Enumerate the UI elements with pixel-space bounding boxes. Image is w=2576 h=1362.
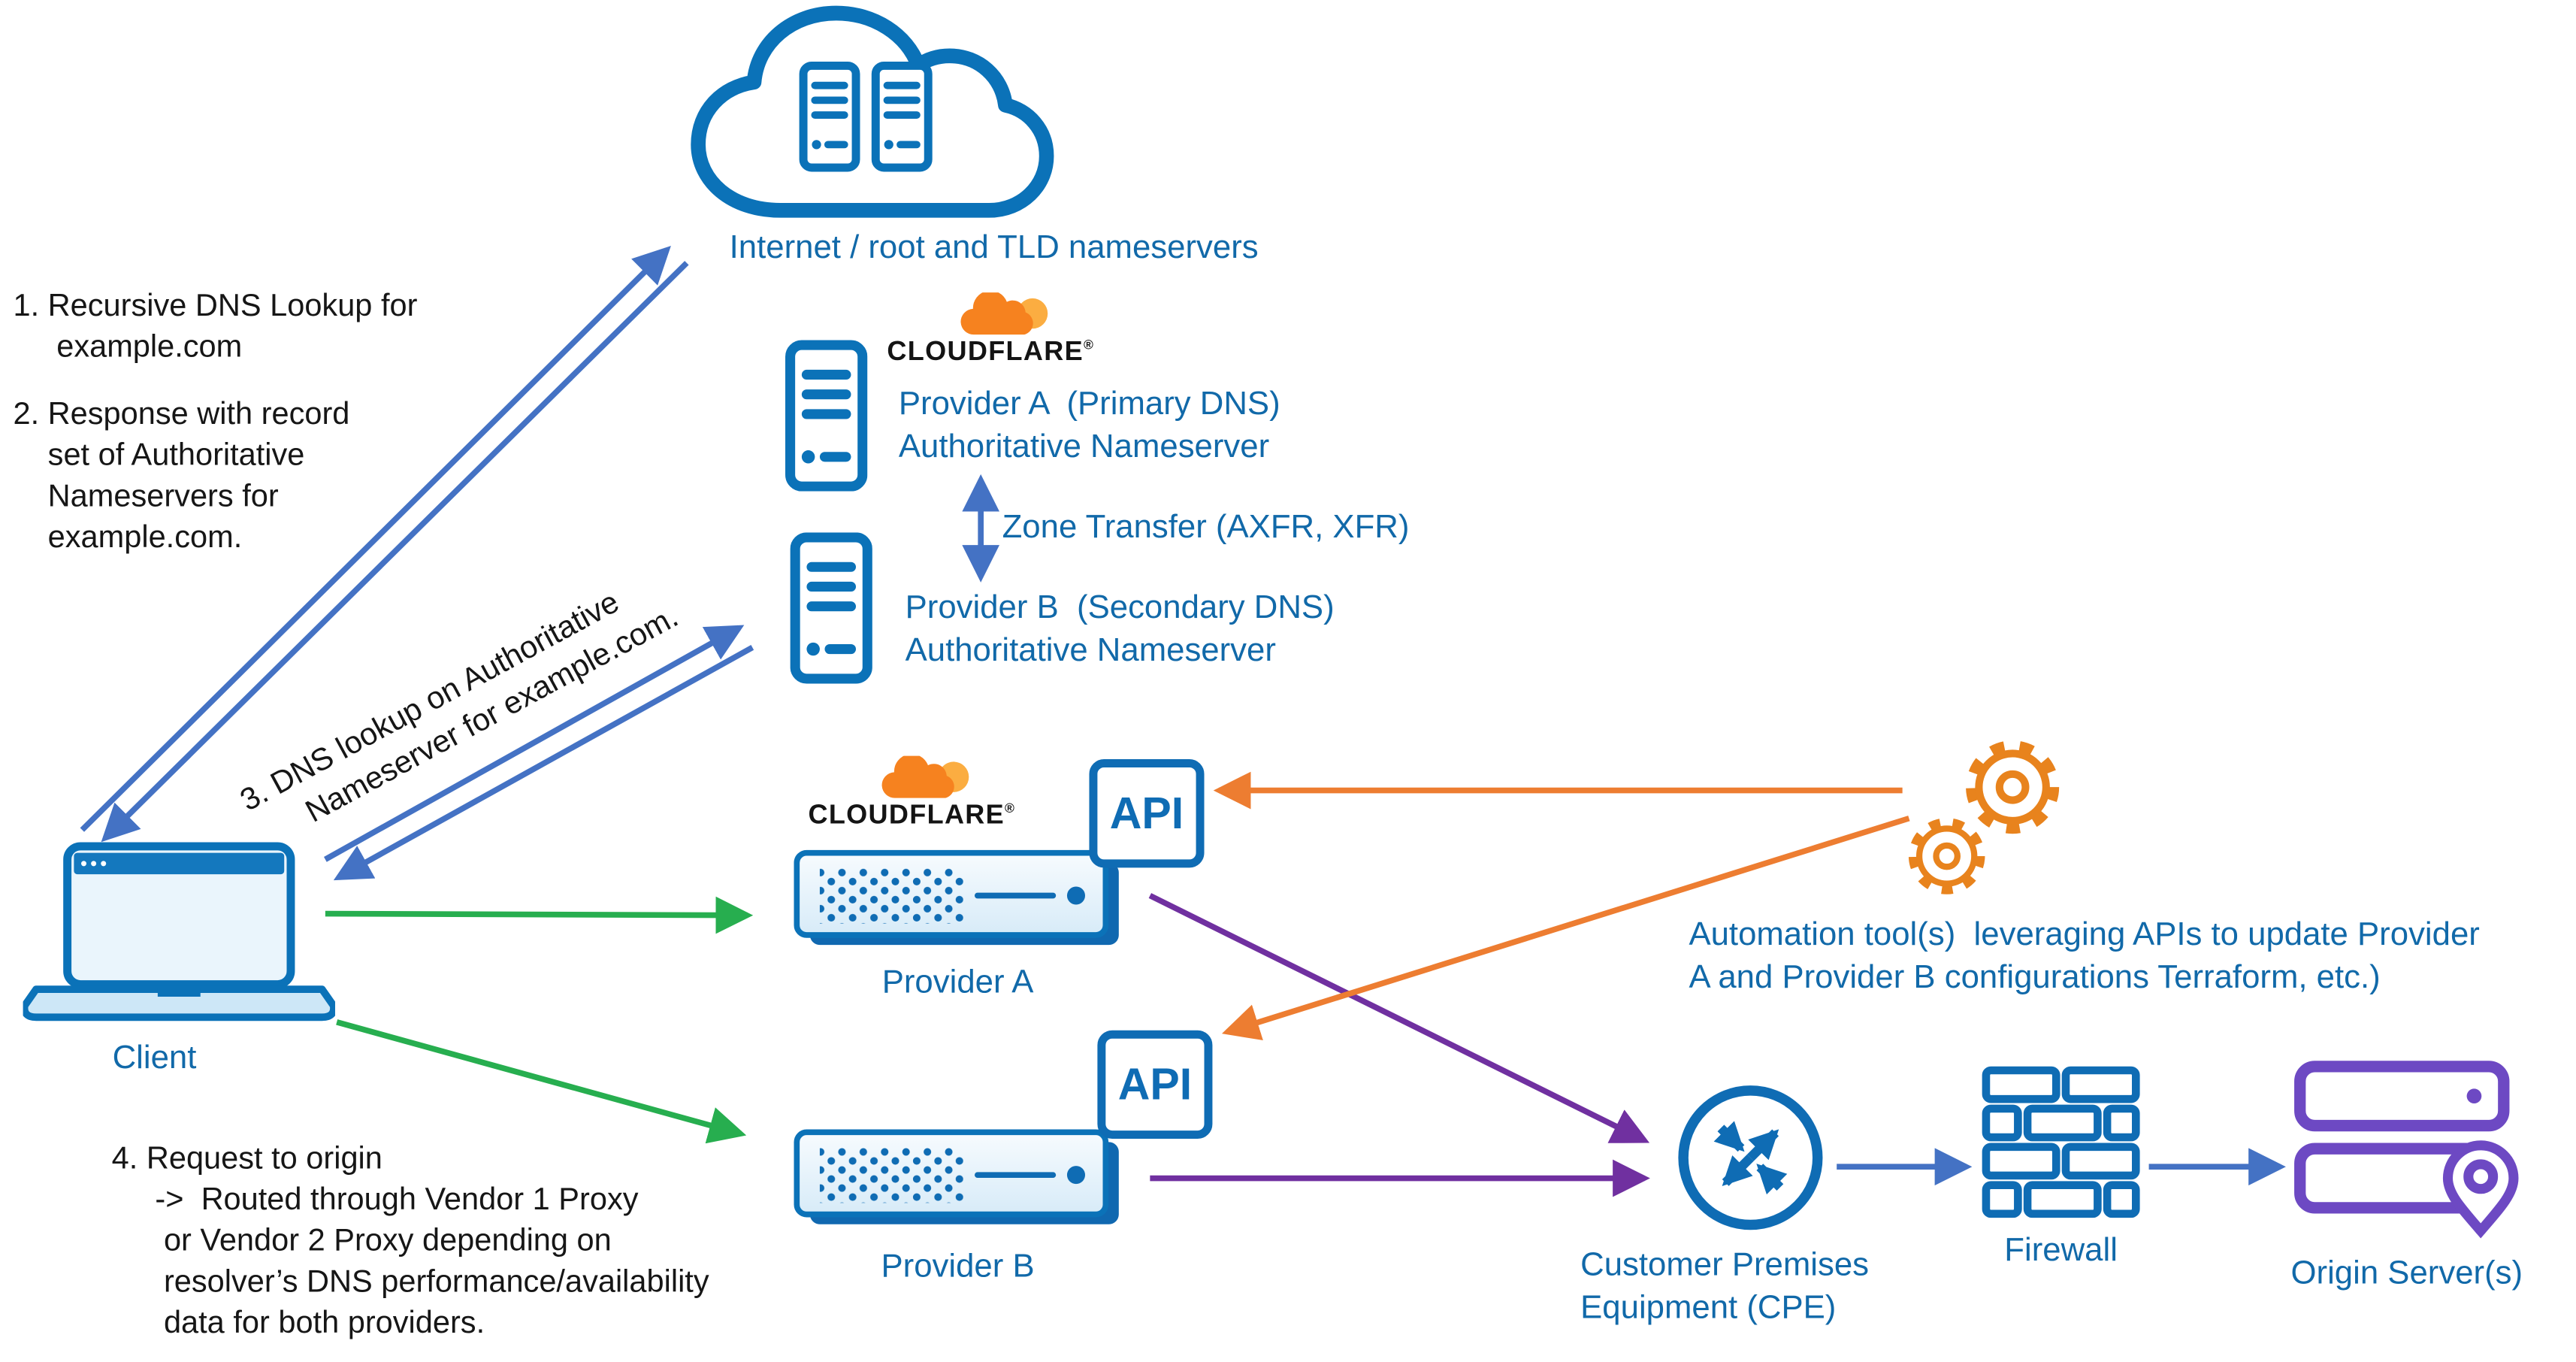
firewall-label: Firewall bbox=[2004, 1232, 2118, 1269]
step1-annotation: 1. Recursive DNS Lookup for example.com bbox=[13, 289, 418, 365]
provider-a-proxy-label: Provider A bbox=[881, 964, 1034, 1001]
provider-a-nameserver-icon bbox=[785, 340, 868, 492]
api-label: API bbox=[1109, 788, 1184, 837]
location-pin-icon bbox=[2442, 1140, 2519, 1239]
cloudflare-logo: CLOUDFLARE® bbox=[884, 292, 1097, 368]
api-box-provider-b: API bbox=[1097, 1030, 1213, 1140]
step4-annotation: 4. Request to origin -> Routed through V… bbox=[111, 1142, 709, 1341]
step3-annotation: 3. DNS lookup on Authoritative Nameserve… bbox=[234, 586, 685, 855]
firewall-icon bbox=[1982, 1066, 2140, 1218]
root-nameserver-icon bbox=[799, 61, 860, 172]
provider-b-proxy-icon bbox=[794, 1129, 1119, 1224]
provider-a-proxy-icon bbox=[794, 849, 1119, 946]
gear-large-icon bbox=[1966, 740, 2060, 834]
automation-label: Automation tool(s) leveraging APIs to up… bbox=[1689, 916, 2480, 996]
cloudflare-wordmark-text: CLOUDFLARE bbox=[808, 800, 1005, 831]
client-laptop-icon bbox=[23, 842, 335, 1021]
automation-gears-icon bbox=[1903, 733, 2070, 903]
origin-server-icon bbox=[2294, 1061, 2519, 1239]
cpe-router-icon bbox=[1678, 1085, 1823, 1230]
cloudflare-cloud-icon bbox=[881, 755, 969, 798]
arrow-client-to-provider-a-proxy bbox=[325, 896, 754, 934]
registered-mark: ® bbox=[1083, 337, 1095, 353]
cloudflare-wordmark: CLOUDFLARE® bbox=[808, 801, 1015, 832]
origin-server-label: Origin Server(s) bbox=[2290, 1255, 2523, 1292]
arrow-provider-a-proxy-to-cpe bbox=[1148, 893, 1650, 1143]
gear-small-icon bbox=[1908, 818, 1985, 894]
provider-b-proxy-label: Provider B bbox=[881, 1248, 1035, 1285]
provider-b-nameserver-label: Provider B (Secondary DNS) Authoritative… bbox=[905, 589, 1335, 669]
internet-cloud-label: Internet / root and TLD nameservers bbox=[729, 230, 1259, 267]
provider-a-nameserver-label: Provider A (Primary DNS) Authoritative N… bbox=[898, 386, 1280, 465]
provider-b-nameserver-icon bbox=[790, 532, 872, 684]
api-label: API bbox=[1117, 1059, 1193, 1109]
cloudflare-cloud-icon bbox=[960, 292, 1048, 335]
client-label: Client bbox=[112, 1040, 197, 1076]
arrow-client-to-provider-b-proxy bbox=[336, 1019, 747, 1144]
zone-transfer-label: Zone Transfer (AXFR, XFR) bbox=[1002, 509, 1410, 546]
step2-annotation: 2. Response with record set of Authorita… bbox=[13, 398, 350, 555]
cpe-label: Customer Premises Equipment (CPE) bbox=[1580, 1247, 1870, 1327]
api-box-provider-a: API bbox=[1089, 759, 1205, 868]
cloudflare-logo-proxy: CLOUDFLARE® bbox=[805, 755, 1018, 832]
internet-cloud-icon bbox=[691, 5, 1054, 218]
cloudflare-wordmark: CLOUDFLARE® bbox=[887, 337, 1094, 368]
tld-nameserver-icon bbox=[871, 61, 933, 172]
registered-mark: ® bbox=[1005, 801, 1016, 816]
cloudflare-wordmark-text: CLOUDFLARE bbox=[887, 337, 1084, 367]
